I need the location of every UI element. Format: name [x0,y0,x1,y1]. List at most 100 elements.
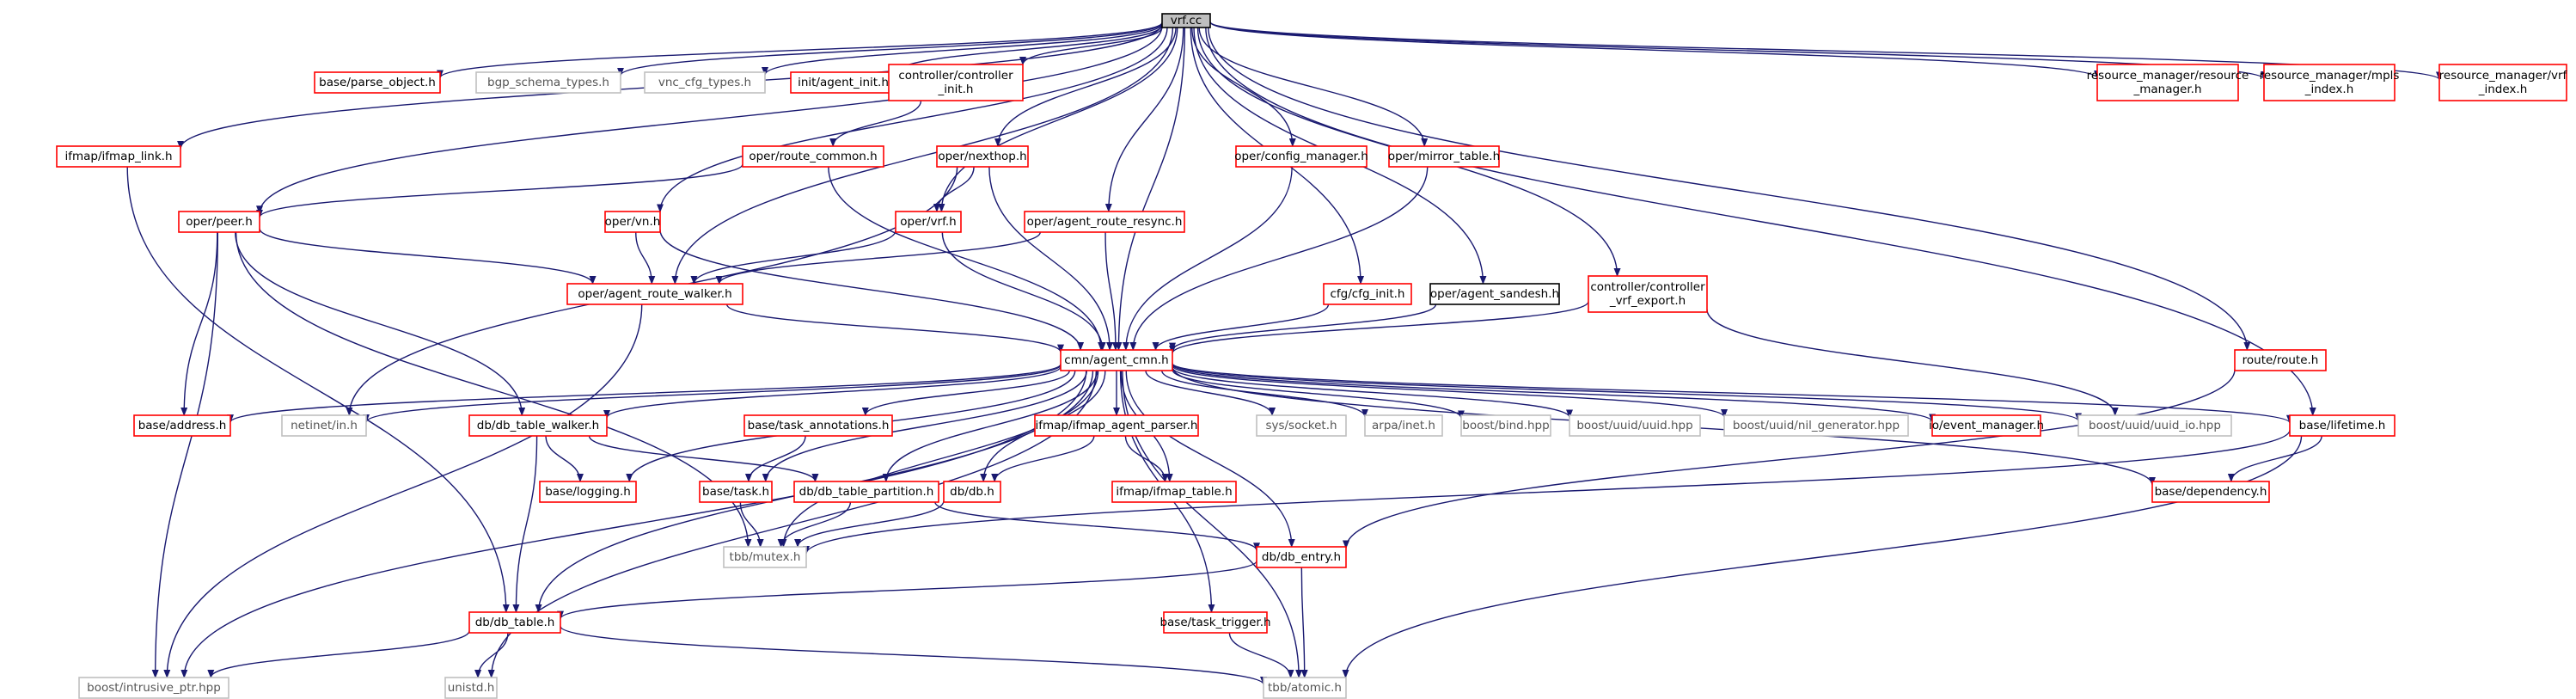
node-agent-cmn[interactable]: cmn/agent_cmn.h [1060,349,1173,371]
node-box [1060,349,1173,371]
node-box [699,481,773,503]
node-task-trigger[interactable]: base/task_trigger.h [1160,611,1271,634]
node-mpls-index[interactable]: resource_manager/mpls_index.h [2260,64,2400,101]
node-label: ifmap/ifmap_table.h [1116,485,1232,499]
node-resource-manager[interactable]: resource_manager/resource_manager.h [2087,64,2249,101]
node-db-table[interactable]: db/db_table.h [468,611,561,634]
node-agent-init[interactable]: init/agent_init.h [790,71,896,94]
node-label: db/db_table.h [475,616,555,629]
edge-ifmap_agent_parser-to-ifmap_table [1124,435,1169,482]
edge-agent_cmn-to-db_table_walker [603,366,1062,419]
node-parse-object[interactable]: base/parse_object.h [314,71,441,94]
node-label: unistd.h [448,681,495,695]
node-box [281,414,367,437]
node-db-entry[interactable]: db/db_entry.h [1256,546,1347,568]
node-agent-route-resync[interactable]: oper/agent_route_resync.h [1024,211,1185,233]
edge-vrf_cc-to-route_route [1208,27,2251,351]
node-label: oper/peer.h [186,215,253,229]
node-oper-vrf[interactable]: oper/vrf.h [895,211,962,233]
edge-peer-to-tbb_mutex [235,231,752,548]
node-box [539,481,637,503]
node-vn[interactable]: oper/vn.h [604,211,661,233]
node-label: base/dependency.h [2155,485,2267,499]
node-base-task[interactable]: base/task.h [699,481,773,503]
node-vrf-index[interactable]: resource_manager/vrf_index.h [2438,64,2568,101]
node-bgp-schema: bgp_schema_types.h [475,71,621,94]
node-peer[interactable]: oper/peer.h [178,211,260,233]
node-box [1161,13,1211,28]
node-label: oper/agent_sandesh.h [1430,287,1559,301]
edge-db_entry-to-db_table [557,560,1257,620]
edge-agent_cmn-to-db_entry [1125,370,1295,548]
node-box [1569,414,1701,437]
node-controller-init[interactable]: controller/controller_init.h [888,64,1024,101]
edge-agent_cmn-to-netinet_in [363,364,1062,423]
node-tbb-atomic: tbb/atomic.h [1263,677,1347,699]
edge-ifmap_agent_parser-to-db_db [991,435,1095,482]
node-route-common[interactable]: oper/route_common.h [742,145,884,168]
edge-db_db-to-tbb_mutex [794,500,945,548]
node-config-manager[interactable]: oper/config_manager.h [1234,145,1368,168]
node-label: resource_manager/vrf [2439,69,2568,83]
edge-db_table_walker-to-db_table_partition [588,435,819,482]
node-layer: vrf.cc ifmap/ifmap_link.h base/parse_objec… [56,13,2568,699]
node-ifmap-table[interactable]: ifmap/ifmap_table.h [1111,481,1237,503]
node-label: oper/vrf.h [900,215,956,229]
edge-agent_route_walker-to-agent_cmn [725,304,1064,353]
node-box [1111,481,1237,503]
node-cfg-init[interactable]: cfg/cfg_init.h [1323,283,1412,305]
node-label: cfg/cfg_init.h [1331,287,1405,301]
node-ifmap-agent-parser[interactable]: ifmap/ifmap_agent_parser.h [1034,414,1199,437]
node-db-table-walker[interactable]: db/db_table_walker.h [468,414,608,437]
node-agent-route-walker[interactable]: oper/agent_route_walker.h [566,283,743,305]
node-vrf-cc[interactable]: vrf.cc [1161,13,1211,28]
node-box [743,414,893,437]
node-box [78,677,229,699]
edge-nexthop-to-oper_vrf [933,166,975,212]
node-controller-vrf-export[interactable]: controller/controller_vrf_export.h [1588,275,1708,313]
edge-db_entry-to-tbb_atomic [1300,567,1308,678]
node-label: vrf.cc [1171,14,1202,28]
edge-base_lifetime-to-tbb_atomic [1342,435,2303,678]
node-label: ifmap/ifmap_agent_parser.h [1036,419,1198,432]
node-label: _init.h [938,83,974,96]
edge-db_table-to-unistd [474,632,509,678]
node-mirror-table[interactable]: oper/mirror_table.h [1388,145,1500,168]
node-base-logging[interactable]: base/logging.h [539,481,637,503]
node-box [888,64,1024,101]
node-base-address[interactable]: base/address.h [133,414,231,437]
node-label: oper/config_manager.h [1234,150,1368,163]
node-base-dependency[interactable]: base/dependency.h [2151,481,2270,503]
node-label: base/lifetime.h [2299,419,2386,432]
node-box [468,611,561,634]
node-tbb-mutex: tbb/mutex.h [723,546,807,568]
node-label: oper/agent_route_walker.h [578,287,731,301]
node-box [1931,414,2041,437]
edge-base_task-to-tbb_mutex [739,501,764,548]
node-box [793,481,939,503]
node-agent-sandesh[interactable]: oper/agent_sandesh.h [1429,283,1560,305]
edge-base_lifetime-to-base_dependency [2227,435,2322,482]
node-box [1256,414,1347,437]
node-db-db[interactable]: db/db.h [943,481,1001,503]
node-event-manager[interactable]: io/event_manager.h [1929,414,2044,437]
node-db-table-partition[interactable]: db/db_table_partition.h [793,481,939,503]
node-label: db/db_table_partition.h [799,485,934,499]
node-box [1263,677,1347,699]
node-task-annotations[interactable]: base/task_annotations.h [743,414,893,437]
node-route-route[interactable]: route/route.h [2234,349,2327,371]
node-label: boost/uuid/uuid.hpp [1576,419,1692,432]
edge-vn-to-agent_cmn [659,230,1084,351]
edge-agent_sandesh-to-agent_cmn [1169,304,1437,352]
node-box [2096,64,2239,101]
edge-vrf_cc-to-agent_route_resync [1104,27,1184,212]
node-label: base/address.h [138,419,227,432]
node-label: db/db.h [950,485,994,499]
node-nexthop[interactable]: oper/nexthop.h [936,145,1029,168]
node-base-lifetime[interactable]: base/lifetime.h [2289,414,2395,437]
node-ifmap-link[interactable]: ifmap/ifmap_link.h [56,145,181,168]
edge-route_common-to-agent_cmn [828,166,1105,351]
node-label: boost/uuid/nil_generator.hpp [1733,419,1900,432]
edge-controller_vrf_export-to-agent_cmn [1169,301,1589,354]
